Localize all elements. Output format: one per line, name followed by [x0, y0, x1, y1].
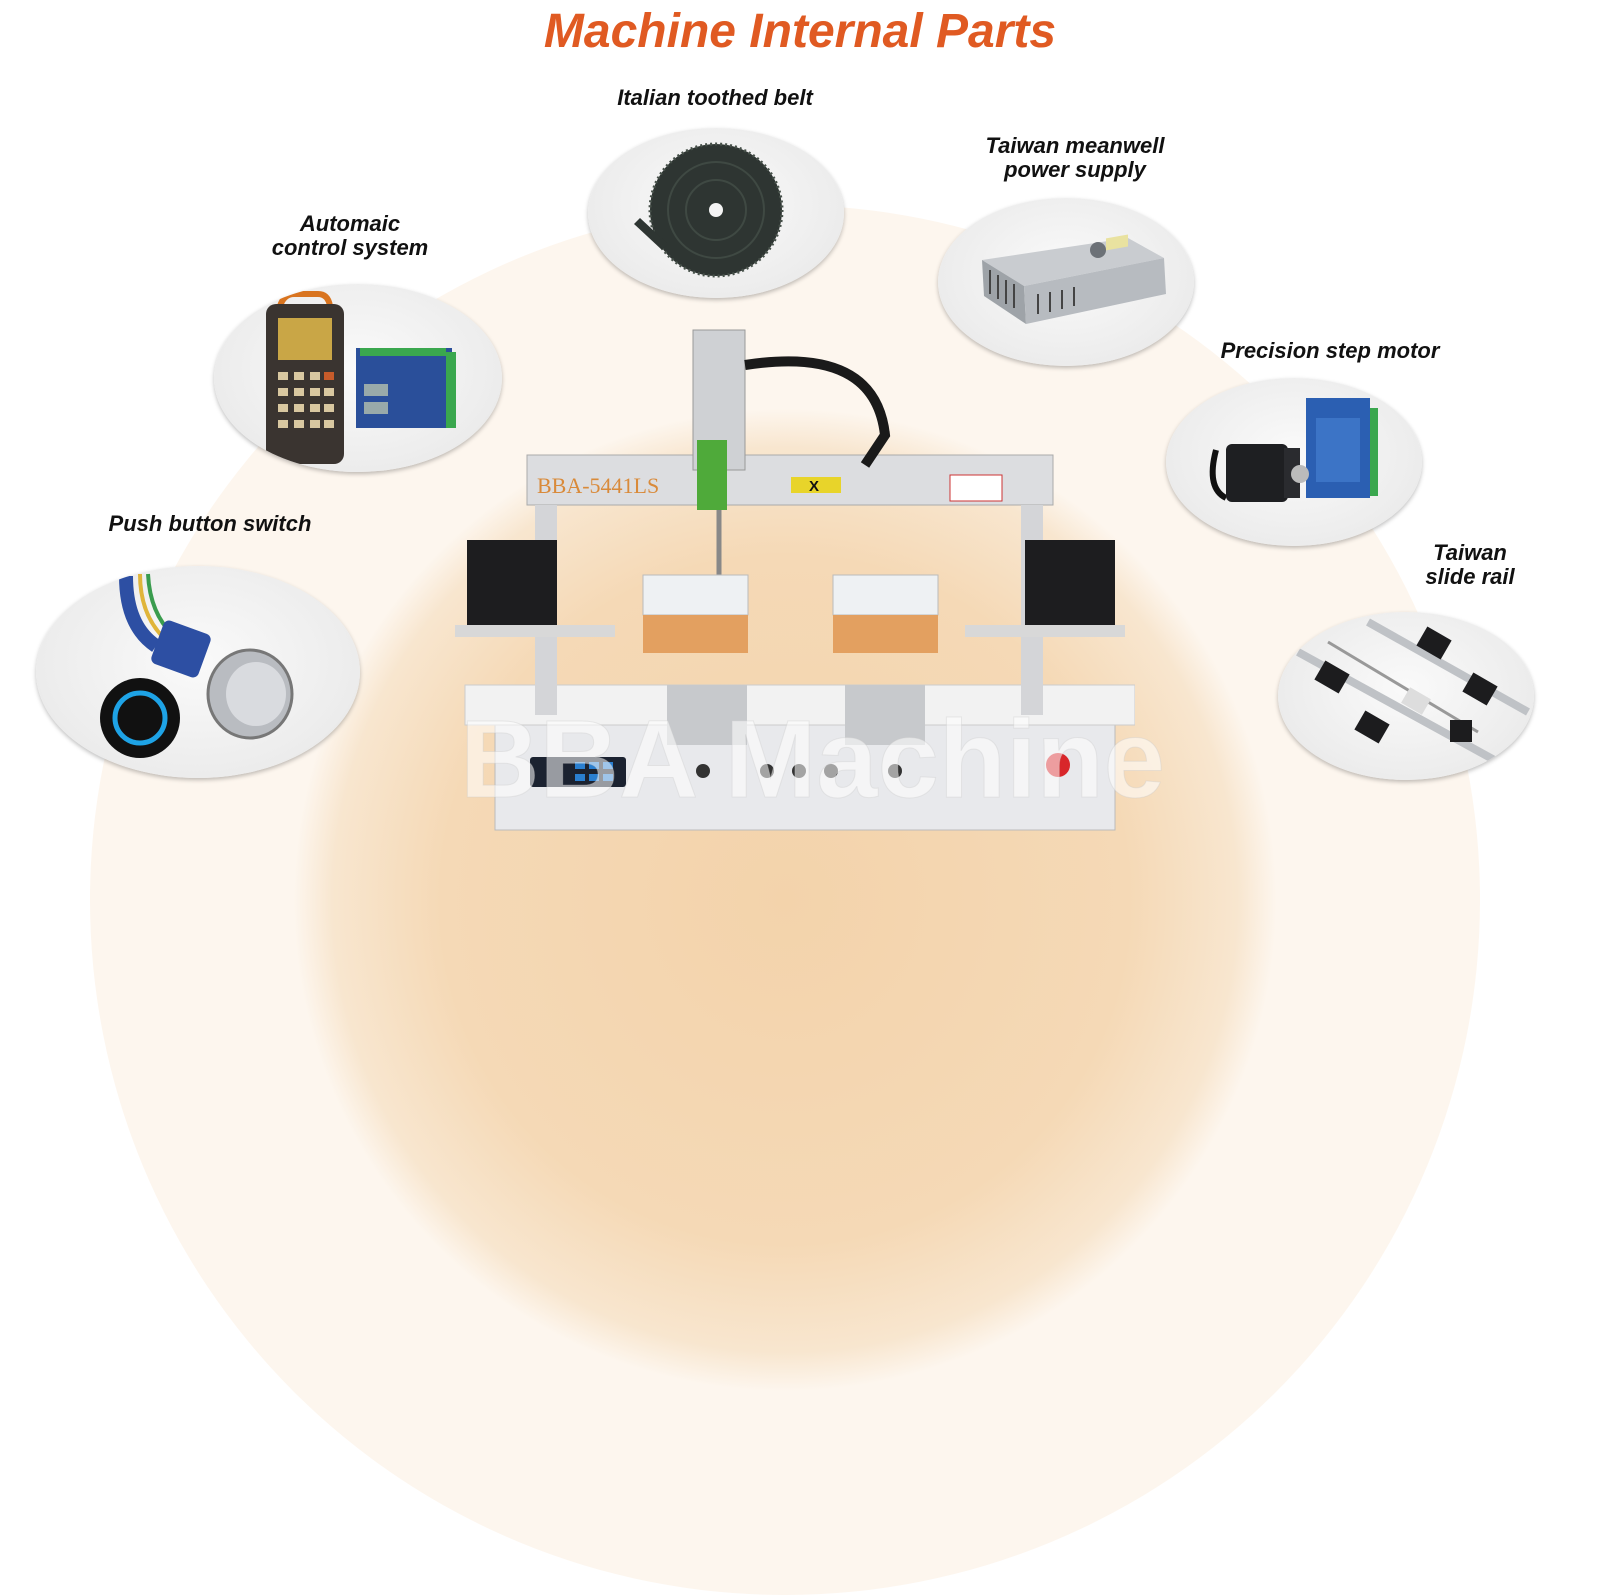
model-label: BBA-5441LS — [537, 473, 659, 498]
label-line: slide rail — [1425, 564, 1515, 589]
label-toothed-belt: Italian toothed belt — [617, 85, 813, 110]
slide-rail-icon — [1278, 612, 1534, 780]
label-slide-rail: Taiwan slide rail — [1390, 541, 1550, 589]
label-power-supply: Taiwan meanwell power supply — [930, 134, 1220, 182]
page-title: Machine Internal Parts — [543, 5, 1057, 58]
label-push-button: Push button switch — [108, 511, 312, 536]
push-button-icon — [36, 566, 360, 778]
dispensing-machine-image: BBA-5441LS X — [455, 325, 1135, 835]
axis-label: X — [809, 478, 819, 495]
step-motor-icon — [1166, 378, 1422, 546]
label-line: control system — [271, 235, 429, 260]
control-system-icon — [214, 284, 502, 472]
label-line: Taiwan meanwell — [985, 133, 1165, 158]
toothed-belt-icon — [588, 128, 844, 298]
label-line: Taiwan — [1433, 540, 1507, 565]
label-step-motor: Precision step motor — [1220, 338, 1440, 363]
power-supply-icon — [938, 198, 1194, 366]
label-line: power supply — [1004, 157, 1146, 182]
label-line: Automaic — [299, 211, 401, 236]
label-control-system: Automaic control system — [220, 212, 480, 260]
